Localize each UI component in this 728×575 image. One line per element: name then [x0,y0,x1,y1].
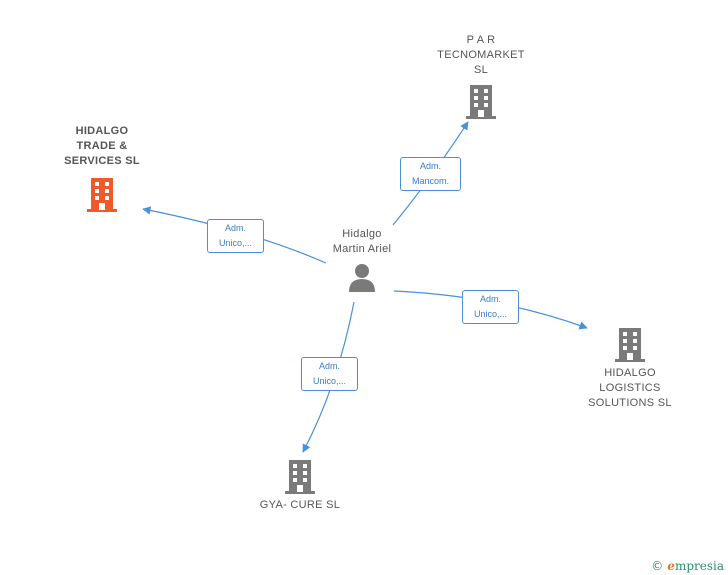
company-par[interactable]: P A R TECNOMARKET SL [418,33,544,119]
relation-label: Adm. Unico,... [473,294,507,319]
building-icon [87,178,117,212]
copyright-icon: © [651,559,664,573]
relation-badge-gya[interactable]: Adm. Unico,... [301,357,358,391]
company-gya-label: GYA- CURE SL [259,499,341,511]
person-name-line1: Hidalgo [342,228,382,240]
relation-badge-hls[interactable]: Adm. Unico,... [462,290,519,324]
building-icon [285,460,315,494]
center-person[interactable]: Hidalgo Martin Ariel [300,227,424,292]
company-hts-label: HIDALGO TRADE & SERVICES SL [64,125,140,167]
relation-label: Adm. Unico,... [218,223,252,248]
company-hls-label: HIDALGO LOGISTICS SOLUTIONS SL [588,367,672,409]
relation-label: Adm. Mancom. [411,161,449,186]
person-icon [349,264,375,292]
brand-rest: mpresia [674,559,724,573]
building-icon [615,328,645,362]
brand-logo[interactable]: ©empresia [651,559,724,573]
company-hts[interactable]: HIDALGO TRADE & SERVICES SL [40,124,164,212]
relation-label: Adm. Unico,... [312,361,346,386]
relation-badge-par[interactable]: Adm. Mancom. [400,157,461,191]
company-gya[interactable]: GYA- CURE SL [238,458,362,513]
company-hls[interactable]: HIDALGO LOGISTICS SOLUTIONS SL [568,326,692,411]
brand-e: e [667,559,675,573]
building-icon [466,85,496,119]
person-name-line2: Martin Ariel [332,243,392,255]
company-par-label: P A R TECNOMARKET SL [437,34,525,76]
relation-badge-hts[interactable]: Adm. Unico,... [207,219,264,253]
